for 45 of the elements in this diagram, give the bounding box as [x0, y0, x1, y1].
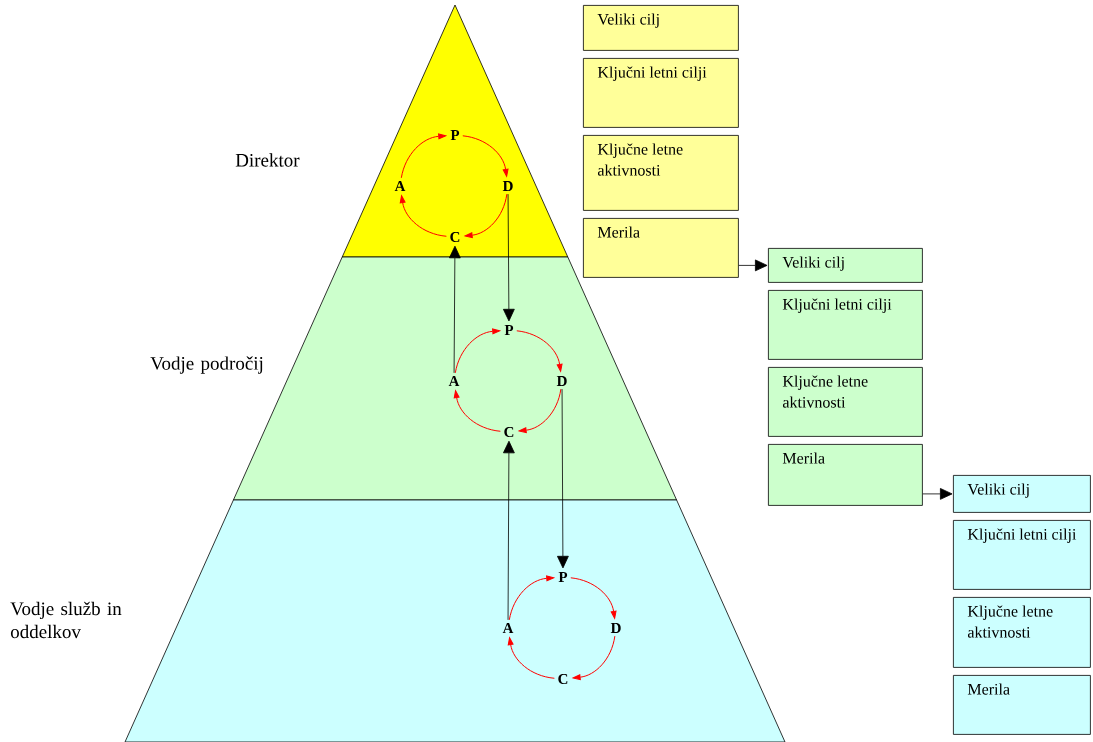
- cycle-letter: A: [502, 623, 514, 633]
- cycle-arrow: [518, 388, 562, 434]
- cycle-arrow: [572, 635, 616, 681]
- arrow: [557, 388, 569, 569]
- cycle-letter: A: [394, 181, 406, 191]
- cycle-arrow: [464, 193, 508, 239]
- table-cell: Veliki cilj: [583, 5, 739, 51]
- level-label: Direktor: [235, 153, 300, 167]
- cycle-letter: A: [448, 376, 460, 386]
- cycle-letter: C: [558, 673, 568, 685]
- table-cell: Veliki cilj: [953, 475, 1091, 513]
- table-cell: Ključne letne aktivnosti: [953, 597, 1091, 668]
- cycle-letter: D: [502, 181, 513, 191]
- cycle-arrow: [507, 637, 555, 679]
- table-cell: Ključni letni cilji: [768, 290, 923, 360]
- cycle-arrow: [508, 575, 555, 621]
- table-cell: Ključne letne aktivnosti: [583, 135, 739, 211]
- cycle-letter: P: [558, 572, 568, 582]
- cycle-letter: C: [450, 231, 460, 243]
- table-cell: Merila: [953, 675, 1091, 735]
- arrow: [503, 193, 515, 322]
- cycle-arrow: [462, 135, 509, 177]
- table-cell: Ključni letni cilji: [583, 58, 739, 128]
- table-cell: Ključne letne aktivnosti: [768, 367, 923, 437]
- cycle-arrow: [454, 328, 501, 374]
- cycle-arrow: [516, 330, 563, 372]
- table-cell: Ključni letni cilji: [953, 520, 1091, 590]
- arrow: [922, 488, 953, 500]
- table-cell: Merila: [768, 444, 923, 506]
- arrow: [738, 259, 768, 272]
- table-cell: Merila: [583, 218, 739, 278]
- cycle-arrow: [453, 390, 501, 432]
- cycle-arrow: [400, 133, 447, 179]
- cycle-letter: D: [556, 376, 567, 386]
- cycle-letter: D: [610, 623, 621, 633]
- cycle-letter: C: [504, 426, 514, 438]
- level-label: Vodje služb in oddelkov: [10, 601, 122, 639]
- cycle-letter: P: [450, 130, 460, 140]
- cycle-letter: P: [504, 325, 514, 335]
- table-cell: Veliki cilj: [768, 248, 923, 283]
- cycle-arrow: [570, 577, 617, 619]
- arrow: [503, 440, 515, 621]
- cycle-arrow: [399, 195, 447, 237]
- arrow: [449, 245, 461, 374]
- level-label: Vodje področij: [150, 356, 263, 374]
